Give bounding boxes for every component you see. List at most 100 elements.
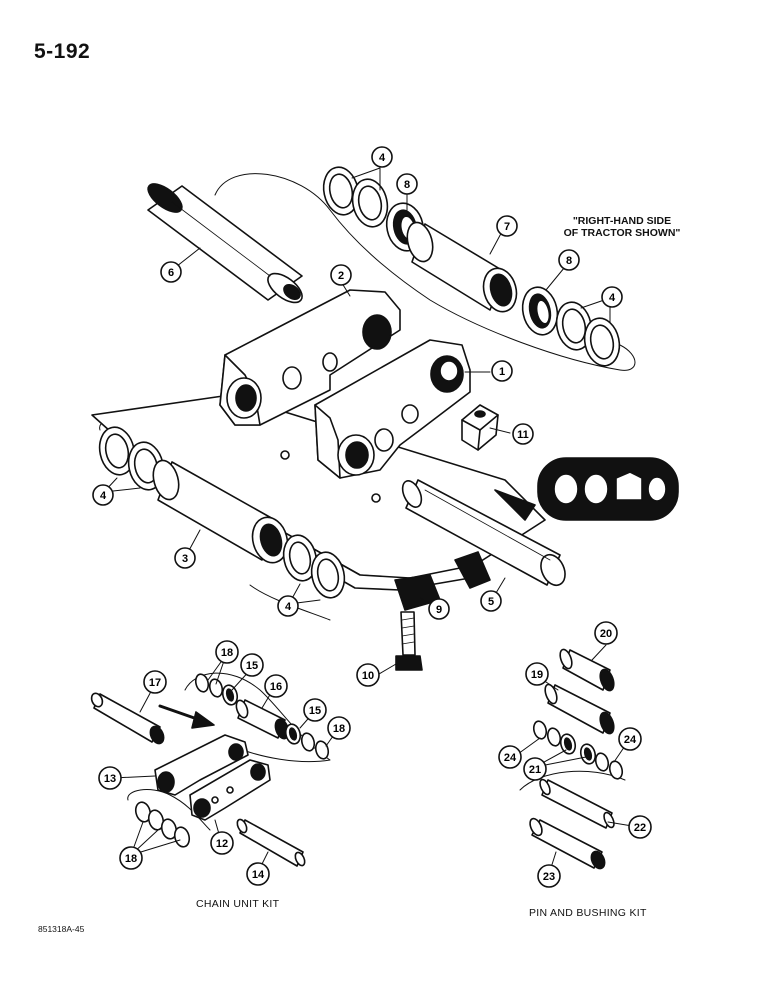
callout-1: 1 xyxy=(491,360,513,382)
svg-text:3: 3 xyxy=(182,553,188,565)
assembly-arrow xyxy=(158,704,202,722)
chain-kit-washers-right xyxy=(284,723,330,760)
part-1-link xyxy=(314,339,471,479)
callout-15-top: 15 xyxy=(240,653,264,677)
pin-kit-washers-left xyxy=(532,720,577,755)
part-4-washers-top xyxy=(322,166,389,228)
pin-kit-washers-right xyxy=(579,743,624,780)
callout-24-left: 24 xyxy=(498,745,522,769)
svg-text:7: 7 xyxy=(504,221,510,233)
svg-text:15: 15 xyxy=(309,705,321,717)
svg-text:4: 4 xyxy=(285,601,292,613)
callout-21: 21 xyxy=(523,757,547,781)
chain-unit-kit-label: CHAIN UNIT KIT xyxy=(196,898,280,910)
callout-11: 11 xyxy=(512,423,534,445)
part-13-links-small xyxy=(154,734,271,821)
part-10-bolt xyxy=(395,611,423,671)
callout-22: 22 xyxy=(628,815,652,839)
svg-text:13: 13 xyxy=(104,773,116,785)
part-14-pin-small xyxy=(236,818,306,867)
callout-2: 2 xyxy=(330,264,352,286)
callout-9: 9 xyxy=(428,598,450,620)
callout-3: 3 xyxy=(174,547,196,569)
part-22-pin xyxy=(539,778,615,829)
svg-text:1: 1 xyxy=(499,366,505,378)
callout-8-right: 8 xyxy=(558,249,580,271)
orientation-note-line1: "RIGHT-HAND SIDE xyxy=(572,215,672,227)
callout-10: 10 xyxy=(356,663,380,687)
callout-12: 12 xyxy=(210,831,234,855)
svg-text:5: 5 xyxy=(488,596,494,608)
part-17-pin-small xyxy=(90,692,165,745)
svg-text:24: 24 xyxy=(504,752,517,764)
pin-bushing-kit-label: PIN AND BUSHING KIT xyxy=(529,907,647,919)
part-4-washers-bottom xyxy=(282,534,346,599)
callout-15-right: 15 xyxy=(303,698,327,722)
callout-19: 19 xyxy=(525,662,549,686)
figure-code: 851318A-45 xyxy=(38,924,85,934)
part-9-track-shoe xyxy=(91,394,546,611)
part-11-nut xyxy=(461,404,499,451)
svg-text:16: 16 xyxy=(270,681,282,693)
callout-4-left: 4 xyxy=(92,484,114,506)
part-5-pin xyxy=(401,479,566,587)
callout-16: 16 xyxy=(264,674,288,698)
callout-4-top: 4 xyxy=(371,146,393,168)
svg-text:19: 19 xyxy=(531,669,543,681)
callout-23: 23 xyxy=(537,864,561,888)
part-23-pin xyxy=(529,817,606,870)
callout-4-right: 4 xyxy=(601,286,623,308)
svg-text:12: 12 xyxy=(216,838,228,850)
orientation-note-line2: OF TRACTOR SHOWN" xyxy=(563,227,681,239)
callout-20: 20 xyxy=(594,621,618,645)
assembly-arrow-head xyxy=(191,711,215,729)
svg-text:4: 4 xyxy=(100,490,107,502)
page-number: 5-192 xyxy=(34,40,91,63)
callout-7: 7 xyxy=(496,215,518,237)
chain-kit-washers-bottom xyxy=(134,801,191,848)
svg-text:22: 22 xyxy=(634,822,646,834)
callout-4-bottom: 4 xyxy=(277,595,299,617)
callout-17: 17 xyxy=(143,670,167,694)
seal-gasket-icon xyxy=(537,457,679,521)
svg-text:10: 10 xyxy=(362,670,374,682)
svg-text:8: 8 xyxy=(566,255,572,267)
svg-text:23: 23 xyxy=(543,871,555,883)
callouts: 4 8 7 8 4 2 6 1 11 4 3 4 9 5 10 17 18 15… xyxy=(92,146,652,888)
part-19-bushing xyxy=(544,683,615,735)
callout-18-top: 18 xyxy=(215,640,239,664)
callout-24-right: 24 xyxy=(618,727,642,751)
group-outline-top xyxy=(214,173,636,371)
part-6-pin xyxy=(147,183,303,304)
callout-14: 14 xyxy=(246,862,270,886)
part-4-washers-right xyxy=(555,301,621,367)
svg-text:17: 17 xyxy=(149,677,161,689)
svg-text:18: 18 xyxy=(125,853,137,865)
part-20-bushing xyxy=(559,648,615,692)
svg-text:6: 6 xyxy=(168,267,174,279)
part-7-bushing xyxy=(406,221,518,313)
svg-text:24: 24 xyxy=(624,734,637,746)
svg-text:4: 4 xyxy=(379,152,386,164)
svg-text:4: 4 xyxy=(609,292,616,304)
callout-6: 6 xyxy=(160,261,182,283)
part-16-bushing-small xyxy=(235,699,290,740)
svg-text:8: 8 xyxy=(404,179,410,191)
svg-text:9: 9 xyxy=(436,604,442,616)
svg-text:14: 14 xyxy=(252,869,265,881)
svg-text:18: 18 xyxy=(333,723,345,735)
callout-8-top: 8 xyxy=(396,173,418,195)
chain-kit-washers-top xyxy=(194,673,239,706)
callout-13: 13 xyxy=(98,766,122,790)
callout-5: 5 xyxy=(480,590,502,612)
svg-text:21: 21 xyxy=(529,764,541,776)
callout-18-bottom: 18 xyxy=(119,846,143,870)
svg-text:18: 18 xyxy=(221,647,233,659)
part-2-link xyxy=(219,289,401,426)
svg-text:20: 20 xyxy=(600,628,612,640)
svg-text:15: 15 xyxy=(246,660,258,672)
svg-text:2: 2 xyxy=(338,270,344,282)
svg-text:11: 11 xyxy=(517,429,529,441)
part-3-bushing xyxy=(152,459,289,564)
